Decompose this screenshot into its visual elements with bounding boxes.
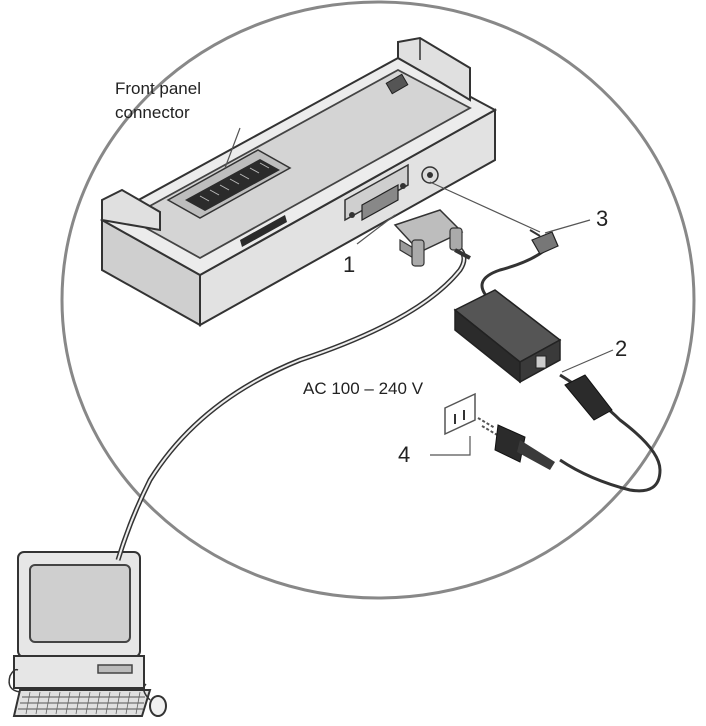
dc-plug [529,229,559,255]
wall-outlet [444,392,476,436]
label-voltage: AC 100 – 240 V [303,379,424,398]
device-base [99,36,498,327]
serial-plug [393,209,471,267]
leader-lines [224,127,614,456]
dc-cable [480,248,546,302]
callout-3: 3 [596,206,608,231]
label-front-panel-line2: connector [115,103,190,122]
mains-plug [477,417,555,470]
ac-adapter [453,289,562,384]
callout-4: 4 [398,442,410,467]
front-panel-connector [166,149,292,219]
label-front-panel-line1: Front panel [115,79,201,98]
zoom-ellipse [60,0,696,600]
callout-2: 2 [615,336,627,361]
computer-icon [8,551,167,717]
callout-1: 1 [343,252,355,277]
ac-inlet-plug [564,374,613,421]
